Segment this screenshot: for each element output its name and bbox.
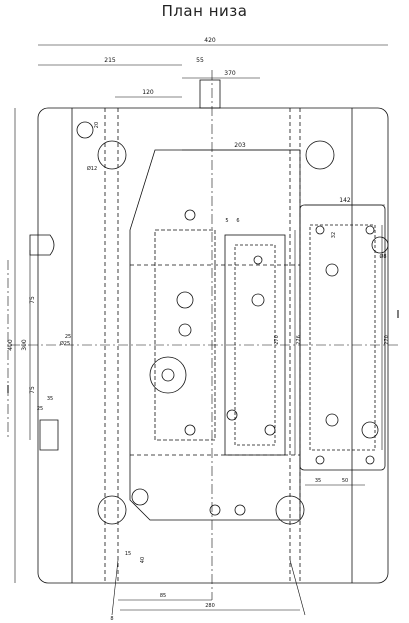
base-plate-outline	[37, 107, 389, 584]
dim-bottom-callout-label: 8	[110, 616, 113, 622]
hole-h	[184, 424, 196, 436]
hole-b	[176, 291, 194, 309]
hole-dia-1-label: Ø12	[87, 165, 97, 172]
hole-l	[325, 413, 339, 427]
dim-right-height-1-label: 276	[296, 335, 302, 345]
guide-hole-top-left-2	[97, 140, 127, 170]
dim-bottom-small-1-label: 40	[140, 557, 146, 563]
hole-m	[315, 225, 325, 235]
dim-top-mid-label: 55	[196, 57, 204, 64]
section-mark-right: I	[396, 308, 399, 321]
dim-left-small-1-label: 25	[37, 406, 43, 412]
section-mark-left: I	[6, 383, 9, 396]
dim-top-right-label: 370	[224, 70, 236, 77]
hole-n	[365, 225, 375, 235]
dim-right-height-3-label: 270	[384, 335, 390, 345]
hole-g	[226, 409, 238, 421]
guide-hole-top-right	[305, 140, 335, 170]
hole-e	[253, 255, 263, 265]
dim-left-total-label: 400	[7, 339, 14, 351]
dim-left-hole-label: 25	[65, 334, 71, 340]
dim-overall-width-label: 420	[204, 37, 216, 44]
leader-bottom-right	[289, 559, 306, 616]
left-slot	[29, 234, 55, 256]
dim-left-lower-label: 75	[29, 386, 36, 394]
hole-c	[178, 323, 192, 337]
dim-pin-2-label: 6	[236, 218, 239, 224]
hole-dia-3-label: Ø8	[379, 253, 386, 260]
side-insert-inner	[309, 224, 376, 451]
dim-left-small-2-label: 35	[47, 396, 53, 402]
center-hole-inner	[161, 368, 175, 382]
guide-hole-bottom-left-2	[131, 488, 149, 506]
dim-bottom-2-label: 50	[342, 478, 348, 484]
dim-left-height-label: 300	[21, 339, 28, 351]
dim-insert-width-label: 142	[339, 197, 351, 204]
hole-o	[315, 455, 325, 465]
dim-top-small-label: 32	[331, 232, 337, 238]
center-hole	[149, 356, 187, 394]
sprue-bush	[199, 79, 221, 109]
dim-bottom-small-2-label: 15	[125, 551, 131, 557]
hole-a	[184, 209, 196, 221]
left-slot-lower	[39, 419, 59, 451]
hole-r	[361, 421, 379, 439]
dim-bottom-3-label: 85	[160, 593, 166, 599]
hole-p	[365, 455, 375, 465]
dim-top-left-label: 215	[104, 57, 116, 64]
dim-right-height-2-label: 270	[274, 335, 280, 345]
hole-q	[371, 236, 389, 254]
dim-bottom-1-label: 35	[315, 478, 321, 484]
hole-dia-2-label: Ø25	[60, 340, 70, 347]
dim-top-inner-label: 120	[142, 89, 154, 96]
dim-left-upper-label: 75	[29, 296, 36, 304]
inner-insert	[154, 229, 216, 441]
dim-bottom-4-label: 280	[205, 603, 215, 609]
hole-d	[251, 293, 265, 307]
drawing-title: План низа	[161, 2, 248, 20]
guide-hole-bottom-left	[97, 495, 127, 525]
hole-j	[209, 504, 221, 516]
hole-k	[325, 263, 339, 277]
dim-pin-1-label: 5	[225, 218, 228, 224]
leader-bottom-left	[111, 559, 119, 616]
guide-hole-top-left	[76, 121, 94, 139]
hole-f	[264, 424, 276, 436]
dim-top-hole-label: 20	[94, 122, 100, 128]
hole-i	[234, 504, 246, 516]
dim-center-span-label: 203	[234, 142, 246, 149]
